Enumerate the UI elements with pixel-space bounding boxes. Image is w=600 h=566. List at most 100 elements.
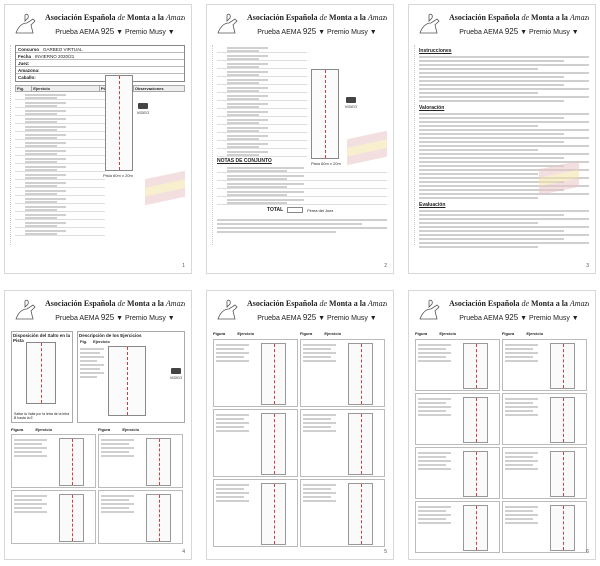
table-row <box>217 53 307 61</box>
section-evaluacion: Evaluación <box>419 202 446 208</box>
table-row <box>217 173 387 181</box>
exercise-cell <box>415 501 500 553</box>
page-number: 6 <box>586 549 589 555</box>
table-row <box>217 117 307 125</box>
horse-rider-logo-icon <box>217 299 238 320</box>
page-header: Asociación Española de Monta a la Amazon… <box>213 295 387 329</box>
org-name: Asociación Española de Monta a la Amazon… <box>247 299 387 308</box>
page-3: Asociación Española de Monta a la Amazon… <box>408 4 596 274</box>
prize-line: Prueba AEMA 925 ▼ Premio Musy ▼ <box>459 27 579 36</box>
page-number: 2 <box>384 263 387 269</box>
exercise-cell <box>213 339 298 407</box>
arena-diagram <box>311 69 339 159</box>
table-row <box>15 140 105 148</box>
video-icon[interactable]: VIDEO <box>343 97 359 109</box>
page-5: Asociación Española de Monta a la Amazon… <box>206 290 394 560</box>
exercise-cell <box>300 479 385 547</box>
table-row <box>15 116 105 124</box>
table-row <box>217 85 307 93</box>
table-row <box>15 172 105 180</box>
notas-title: NOTAS DE CONJUNTO <box>217 158 272 164</box>
exercise-cell <box>502 501 587 553</box>
video-icon[interactable]: VIDEO <box>135 103 151 115</box>
prize-line: Prueba AEMA 925 ▼ Premio Musy ▼ <box>257 27 377 36</box>
table-row <box>15 228 105 236</box>
section-valoracion: Valoración <box>419 105 445 111</box>
table-row <box>217 189 387 197</box>
page-content: NOTAS DE CONJUNTO TOTAL Firma del Juez <box>217 45 387 261</box>
vertical-sidebar-text <box>208 45 213 245</box>
page-number: 3 <box>586 263 589 269</box>
exercise-cell <box>300 339 385 407</box>
table-row <box>15 132 105 140</box>
table-row <box>15 188 105 196</box>
exercise-cell <box>11 490 96 544</box>
table-row <box>15 196 105 204</box>
table-row <box>15 100 105 108</box>
page-number: 1 <box>182 263 185 269</box>
table-row <box>217 181 387 189</box>
org-name: Asociación Española de Monta a la Amazon… <box>45 299 185 308</box>
vertical-sidebar-text <box>6 45 11 245</box>
total-row: TOTAL Firma del Juez <box>267 207 334 213</box>
horse-rider-logo-icon <box>217 13 238 34</box>
pista-caption: Pista 60m x 20m <box>311 161 341 166</box>
exercise-cell <box>98 434 183 488</box>
table-row <box>217 165 387 173</box>
org-name: Asociación Española de Monta a la Amazon… <box>449 299 589 308</box>
table-row <box>15 124 105 132</box>
page-number: 5 <box>384 549 387 555</box>
exercise-cell <box>415 339 500 391</box>
table-row <box>15 148 105 156</box>
table-row <box>217 141 307 149</box>
vertical-sidebar-text <box>410 45 415 245</box>
exercise-cell <box>213 409 298 477</box>
prize-line: Prueba AEMA 925 ▼ Premio Musy ▼ <box>55 313 175 322</box>
page-header: Asociación Española de Monta a la Amazon… <box>415 295 589 329</box>
page-2: Asociación Española de Monta a la Amazon… <box>206 4 394 274</box>
horse-rider-logo-icon <box>15 13 36 34</box>
org-name: Asociación Española de Monta a la Amazon… <box>45 13 185 22</box>
horse-rider-logo-icon <box>419 13 440 34</box>
exercise-cell <box>213 479 298 547</box>
page-header: Asociación Española de Monta a la Amazon… <box>213 9 387 43</box>
page-header: Asociación Española de Monta a la Amazon… <box>11 9 185 43</box>
table-row <box>15 204 105 212</box>
table-row <box>15 220 105 228</box>
page-4: Asociación Española de Monta a la Amazon… <box>4 290 192 560</box>
pista-caption: Pista 60m x 20m <box>103 173 133 178</box>
page-6: Asociación Española de Monta a la Amazon… <box>408 290 596 560</box>
table-row <box>217 45 307 53</box>
exercise-cell <box>300 409 385 477</box>
table-row <box>217 77 307 85</box>
exercise-cell <box>502 447 587 499</box>
score-table: Fig. Ejercicio Pts Coef Observaciones <box>14 85 186 92</box>
table-row <box>217 69 307 77</box>
prize-line: Prueba AEMA 925 ▼ Premio Musy ▼ <box>55 27 175 36</box>
page-header: Asociación Española de Monta a la Amazon… <box>415 9 589 43</box>
table-row <box>217 197 387 205</box>
org-name: Asociación Española de Monta a la Amazon… <box>449 13 589 22</box>
page-content: Disposición del Salto en la Pista Saltar… <box>11 331 185 547</box>
horse-rider-logo-icon <box>15 299 36 320</box>
exercise-cell <box>98 490 183 544</box>
exercise-cell <box>11 434 96 488</box>
table-row <box>15 108 105 116</box>
table-row <box>15 180 105 188</box>
exercise-cell <box>415 447 500 499</box>
video-icon[interactable]: VIDEO <box>168 368 184 380</box>
page-1: Asociación Española de Monta a la Amazon… <box>4 4 192 274</box>
exercise-description-box: Descripción de los Ejercicios Fig.Ejerci… <box>77 331 185 423</box>
page-number: 4 <box>182 549 185 555</box>
table-row <box>15 92 105 100</box>
horse-rider-logo-icon <box>419 299 440 320</box>
table-row <box>217 101 307 109</box>
table-row <box>217 93 307 101</box>
exercise-cell <box>502 393 587 445</box>
